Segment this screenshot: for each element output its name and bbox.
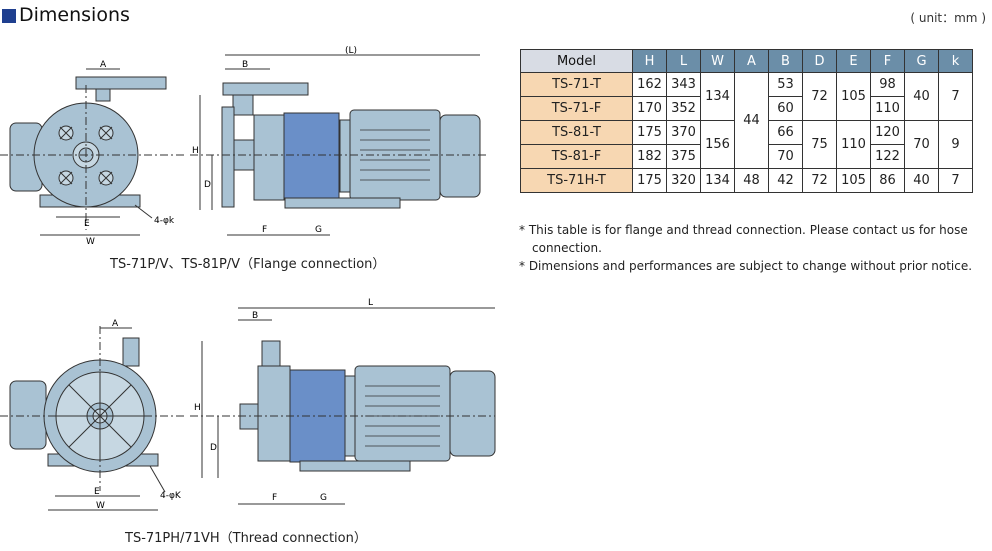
header-g: G: [904, 49, 939, 73]
note-line: * Dimensions and performances are subjec…: [519, 259, 973, 273]
cell-b: 42: [768, 168, 803, 193]
cell-e: 105: [836, 72, 871, 121]
cell-b: 53: [768, 72, 803, 97]
cell-g: 40: [904, 72, 939, 121]
cell-k: 9: [938, 120, 973, 169]
cell-model: TS-71H-T: [520, 168, 633, 193]
cell-model: TS-81-T: [520, 120, 633, 145]
thread-side-view: L B H D F G: [190, 298, 496, 505]
cell-d: 72: [802, 168, 837, 193]
cell-b: 60: [768, 96, 803, 121]
dim-a-label: A: [112, 319, 119, 329]
table-row: TS-71-F 170 352 60 110: [520, 96, 973, 121]
cell-e: 110: [836, 120, 871, 169]
page-title: Dimensions: [19, 4, 130, 26]
dim-g-label: G: [315, 225, 322, 235]
cell-h: 175: [632, 120, 667, 145]
cell-d: 72: [802, 72, 837, 121]
cell-h: 175: [632, 168, 667, 193]
cell-f: 120: [870, 120, 905, 145]
header-model: Model: [520, 49, 633, 73]
cell-model: TS-81-F: [520, 144, 633, 169]
cell-e: 105: [836, 168, 871, 193]
note-line: * This table is for flange and thread co…: [519, 223, 968, 237]
thread-caption: TS-71PH/71VH（Thread connection）: [125, 531, 367, 546]
table-row: TS-71H-T 175 320 134 48 42 72 105 86 40 …: [520, 168, 973, 193]
dim-l-label: (L): [345, 46, 357, 56]
dim-g-label: G: [320, 493, 327, 503]
dim-h-label: H: [192, 146, 199, 156]
dim-l-label: L: [368, 298, 373, 308]
notes: * This table is for flange and thread co…: [519, 221, 989, 275]
header-k: k: [938, 49, 973, 73]
hole-label: 4-φk: [154, 216, 175, 226]
flange-caption: TS-71P/V、TS-81P/V（Flange connection）: [110, 257, 386, 272]
unit-label: ( unit：mm ): [910, 11, 986, 25]
hole-label: 4-φK: [160, 491, 182, 501]
cell-g: 40: [904, 168, 939, 193]
cell-f: 98: [870, 72, 905, 97]
header-l: L: [666, 49, 701, 73]
dim-d-label: D: [210, 443, 217, 453]
dim-d-label: D: [204, 180, 211, 190]
cell-h: 162: [632, 72, 667, 97]
dim-a-label: A: [100, 60, 107, 70]
table-row: TS-71-T 162 343 134 44 53 72 105 98 40 7: [520, 72, 973, 169]
header-b: B: [768, 49, 803, 73]
cell-f: 122: [870, 144, 905, 169]
cell-model: TS-71-F: [520, 96, 633, 121]
cell-g: 70: [904, 120, 939, 169]
cell-l: 352: [666, 96, 701, 121]
table-row: TS-81-F 182 375 70 122: [520, 144, 973, 169]
cell-l: 370: [666, 120, 701, 145]
cell-l: 320: [666, 168, 701, 193]
dim-w-label: W: [86, 237, 95, 247]
dim-h-label: H: [194, 403, 201, 413]
dim-w-label: W: [96, 501, 105, 511]
dim-e-label: E: [84, 219, 90, 229]
dim-f-label: F: [272, 493, 277, 503]
cell-l: 343: [666, 72, 701, 97]
header-h: H: [632, 49, 667, 73]
thread-front-view: A E W 4-φK: [0, 319, 185, 511]
header-a: A: [734, 49, 769, 73]
dim-b-label: B: [252, 311, 258, 321]
header-d: D: [802, 49, 837, 73]
cell-f: 86: [870, 168, 905, 193]
cell-b: 70: [768, 144, 803, 169]
flange-side-view: (L) B H D F G: [190, 46, 488, 236]
cell-h: 182: [632, 144, 667, 169]
cell-w: 134: [700, 168, 735, 193]
dim-e-label: E: [94, 487, 100, 497]
cell-a: 48: [734, 168, 769, 193]
header-e: E: [836, 49, 871, 73]
cell-h: 170: [632, 96, 667, 121]
note-line: connection.: [532, 241, 602, 255]
table-header-row: Model H L W A B D E F G k: [520, 49, 973, 73]
cell-k: 7: [938, 72, 973, 121]
header-f: F: [870, 49, 905, 73]
cell-k: 7: [938, 168, 973, 193]
cell-b: 66: [768, 120, 803, 145]
cell-f: 110: [870, 96, 905, 121]
cell-l: 375: [666, 144, 701, 169]
header-w: W: [700, 49, 735, 73]
cell-w: 134: [700, 72, 735, 121]
cell-d: 75: [802, 120, 837, 169]
header-square-icon: [2, 9, 16, 23]
cell-a: 44: [734, 72, 769, 169]
dim-f-label: F: [262, 225, 267, 235]
cell-w: 156: [700, 120, 735, 169]
dimensions-table: Model H L W A B D E F G k TS-71-T 162 34…: [520, 49, 973, 193]
flange-front-view: A E W 4-φk: [0, 60, 185, 247]
dim-b-label: B: [242, 60, 248, 70]
cell-model: TS-71-T: [520, 72, 633, 97]
